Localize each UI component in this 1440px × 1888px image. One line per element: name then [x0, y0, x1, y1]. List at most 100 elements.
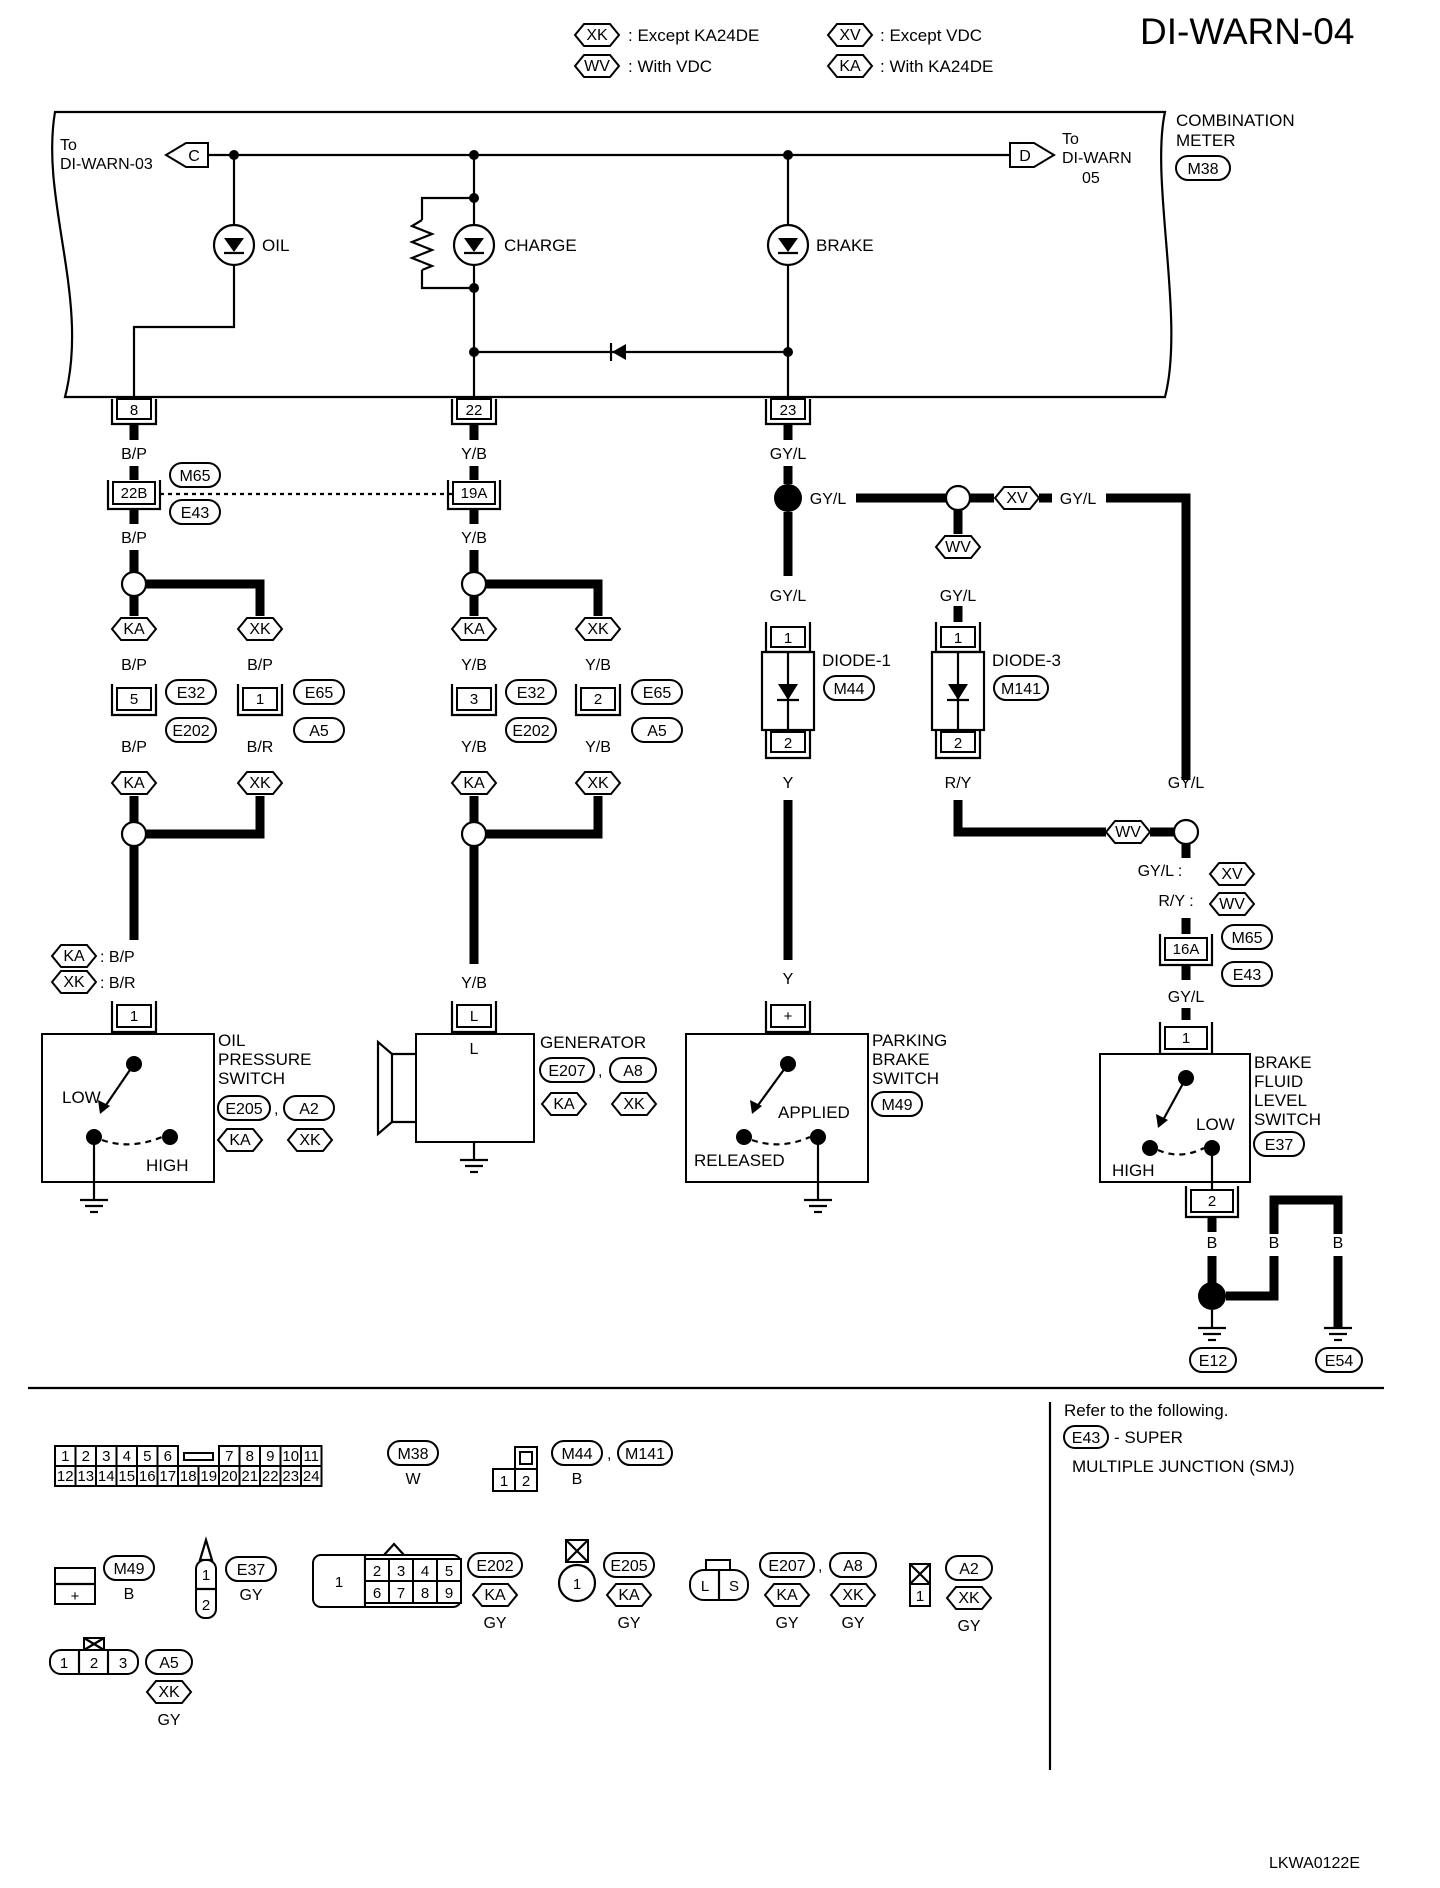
- bfl-pin-1: 1: [1182, 1030, 1190, 1047]
- legend: XK : Except KA24DE WV : With VDC XV : Ex…: [574, 23, 993, 78]
- meter-name-2: METER: [1176, 131, 1236, 150]
- e207-label: E207: [768, 1558, 805, 1575]
- pbs-pin: +: [784, 1008, 793, 1025]
- to-left-label: To: [60, 137, 77, 154]
- oil-conn-e202: E202: [172, 723, 209, 740]
- ground-e12: E12: [1199, 1353, 1228, 1370]
- oil-legend-tag-xk: XK: [63, 974, 85, 991]
- oil-switch-name-3: SWITCH: [218, 1069, 285, 1088]
- oil-conn-e32: E32: [177, 685, 206, 702]
- brake-tag-wv-2: WV: [1115, 824, 1141, 841]
- brake-wire-ry: R/Y: [945, 775, 972, 792]
- smj-conn-m65: M65: [179, 468, 210, 485]
- brake-legend-xv-wire: GY/L :: [1138, 863, 1183, 880]
- e205-color: GY: [617, 1615, 640, 1632]
- a5-pin-2: 2: [90, 1655, 98, 1672]
- oil-tag-xk-2: XK: [249, 775, 271, 792]
- oil-tag-ka-2: KA: [123, 775, 145, 792]
- brake-legend-wv-tag: WV: [1219, 896, 1245, 913]
- oil-pin-1: 1: [256, 691, 264, 708]
- charge-circuit: Y/B 19A Y/B KA XK Y/B Y/B 3 E32 E202 2 E…: [376, 424, 683, 1174]
- generator-pin: L: [470, 1008, 478, 1025]
- charge-wire-6: Y/B: [585, 739, 611, 756]
- terminal-8: 8: [130, 402, 138, 419]
- brake-wire-3: GY/L: [1060, 491, 1097, 508]
- m38-pin: 1: [61, 1448, 69, 1465]
- a5-tag: XK: [158, 1684, 180, 1701]
- brake-wire-5: GY/L: [770, 588, 807, 605]
- generator-tag-xk: XK: [623, 1096, 645, 1113]
- e205-tag: KA: [618, 1587, 640, 1604]
- refer-line-3: MULTIPLE JUNCTION (SMJ): [1072, 1457, 1295, 1476]
- m38-label: M38: [397, 1446, 428, 1463]
- oil-switch-pin: 1: [130, 1008, 138, 1025]
- m38-pin: 19: [200, 1468, 217, 1485]
- e202-pin: 8: [421, 1585, 429, 1602]
- e37-pin-1: 1: [202, 1567, 210, 1584]
- pbs-name-1: PARKING: [872, 1031, 947, 1050]
- bfl-name-1: BRAKE: [1254, 1053, 1312, 1072]
- brake-circuit: GY/L GY/L XV GY/L WV GY/L GY/L 1 2 DIODE…: [685, 424, 1363, 1373]
- generator-conn-a8: A8: [623, 1063, 643, 1080]
- smj-conn-e43: E43: [181, 505, 210, 522]
- m38-pin: 6: [164, 1448, 172, 1465]
- m49-label: M49: [113, 1561, 144, 1578]
- charge-conn-e65: E65: [643, 685, 672, 702]
- e207-pin-s: S: [729, 1578, 739, 1595]
- a2-label: A2: [959, 1561, 979, 1578]
- meter-name: COMBINATION: [1176, 111, 1295, 130]
- e202-cell: [436, 1580, 462, 1604]
- charge-wire-2: Y/B: [461, 530, 487, 547]
- to-right-label: To: [1062, 131, 1079, 148]
- e202-pin: 4: [421, 1563, 429, 1580]
- m38-pin: 22: [262, 1468, 279, 1485]
- diode-conn-pin-2: 2: [522, 1473, 530, 1490]
- diode1-conn: M44: [833, 681, 864, 698]
- ground-wire-3: B: [1333, 1235, 1344, 1252]
- oil-pressure-switch: [41, 1033, 215, 1183]
- legend-tag-xv: XV: [839, 27, 861, 44]
- charge-lamp-label: CHARGE: [504, 236, 577, 255]
- generator-conn-e207: E207: [548, 1063, 585, 1080]
- oil-tag-xk: XK: [249, 621, 271, 638]
- charge-tag-xk: XK: [587, 621, 609, 638]
- flag-c: [164, 142, 209, 168]
- brake-legend-xv-tag: XV: [1221, 866, 1243, 883]
- bfl-conn: E37: [1265, 1137, 1294, 1154]
- m38-pin: 14: [98, 1468, 115, 1485]
- e202-pin: 6: [373, 1585, 381, 1602]
- oil-wire-4: B/P: [247, 657, 273, 674]
- oil-wire-2: B/P: [121, 530, 147, 547]
- diode-conn-label-m44: M44: [561, 1446, 592, 1463]
- brake-wire-1: GY/L: [770, 446, 807, 463]
- svg-text:,: ,: [598, 1063, 602, 1080]
- oil-switch-name-1: OIL: [218, 1031, 245, 1050]
- brake-tag-wv: WV: [945, 539, 971, 556]
- m49-pin: +: [71, 1588, 80, 1605]
- svg-text:,: ,: [818, 1558, 822, 1575]
- e202-pin: 3: [397, 1563, 405, 1580]
- charge-tag-xk-2: XK: [587, 775, 609, 792]
- pbs-name-3: SWITCH: [872, 1069, 939, 1088]
- charge-wire-4: Y/B: [585, 657, 611, 674]
- diode3-icon: [948, 684, 968, 700]
- charge-conn-a5: A5: [647, 723, 667, 740]
- a8-tag: XK: [842, 1587, 864, 1604]
- legend-text-xk: : Except KA24DE: [628, 26, 759, 45]
- resistor-icon: [409, 219, 435, 272]
- a5-color: GY: [157, 1712, 180, 1729]
- oil-lamp-label: OIL: [262, 236, 289, 255]
- generator-tag-ka: KA: [553, 1096, 575, 1113]
- diode1-icon: [778, 684, 798, 700]
- legend-tag-wv: WV: [584, 58, 610, 75]
- e202-pin-1: 1: [335, 1574, 343, 1591]
- m38-pin: 2: [82, 1448, 90, 1465]
- charge-wire-5: Y/B: [461, 739, 487, 756]
- legend-text-ka: : With KA24DE: [880, 57, 993, 76]
- e202-tag: KA: [484, 1587, 506, 1604]
- terminal-23: 23: [780, 402, 797, 419]
- m38-pin: 18: [180, 1468, 197, 1485]
- oil-wire-5: B/P: [121, 739, 147, 756]
